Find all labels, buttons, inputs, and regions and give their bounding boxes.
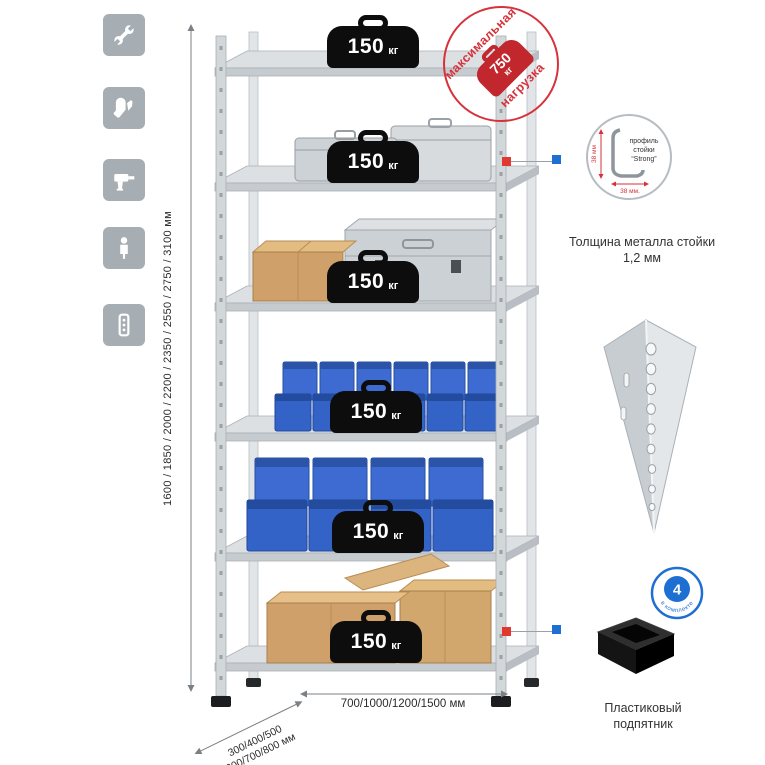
height-dimension-label: 1600 / 1850 / 2000 / 2200 / 2350 / 2550 … [158,22,178,694]
profile-dim-vertical: 38 мм [591,144,598,163]
person-icon-glyph [120,237,128,259]
callout-marker-blue-top [552,155,561,164]
width-dimension-line [300,690,508,698]
corner-post-image [603,319,697,534]
load-unit: кг [388,44,399,57]
load-value: 150 [350,400,388,423]
callout-line-top [511,161,553,162]
drill-icon-glyph [114,174,135,191]
quantity-badge: в комплекте 4 [650,566,704,620]
profile-text-3: “Strong” [631,156,657,163]
gloves-icon [103,87,145,129]
load-unit: кг [391,639,402,652]
badge-value: 4 [673,582,682,599]
max-load-stamp: максимальная 750 кг нагрузка [442,5,559,122]
callout-line-bottom [511,631,553,632]
profile-caption: Толщина металла стойки 1,2 мм [568,235,716,266]
large-bins-top-row [254,457,484,507]
depth-dimension-label: 300/400/500 600/700/800 мм [191,696,320,765]
profile-text-1: профиль [630,138,659,145]
foot-caption: Пластиковый подпятник [604,701,682,732]
depth-dimension-line [194,701,303,755]
profile-text-2: стойки [633,146,654,154]
callout-marker-red-top [502,157,511,166]
load-value: 150 [347,35,385,58]
wrench-icon-glyph [113,24,135,46]
rack-front-posts [211,35,511,707]
person-icon [103,227,145,269]
load-unit: кг [388,159,399,172]
load-value: 150 [352,520,390,543]
callout-marker-blue-bottom [552,625,561,634]
wrench-icon [103,14,145,56]
profile-dim-horizontal: 38 мм. [620,188,640,195]
gloves-icon-glyph [113,97,133,118]
height-dimension-text: 1600 / 1850 / 2000 / 2200 / 2350 / 2550 … [162,210,174,506]
load-unit: кг [391,409,402,422]
profile-shape [611,128,645,178]
post-profile-diagram: 38 мм 38 мм. профиль стойки “Strong” [591,128,659,195]
load-value: 150 [347,270,385,293]
height-dimension-line [187,24,195,692]
load-value: 150 [347,150,385,173]
load-value: 150 [350,630,388,653]
rack-post-icon [103,304,145,346]
load-unit: кг [388,279,399,292]
plastic-foot-image [596,617,676,674]
load-unit: кг [393,529,404,542]
max-load-unit: кг [501,64,515,78]
post-profile-callout: 38 мм 38 мм. профиль стойки “Strong” [586,114,672,200]
drill-icon [103,159,145,201]
width-dimension-label: 700/1000/1200/1500 мм [340,698,466,710]
callout-marker-red-bottom [502,627,511,636]
rack-post-icon-glyph [118,313,130,337]
